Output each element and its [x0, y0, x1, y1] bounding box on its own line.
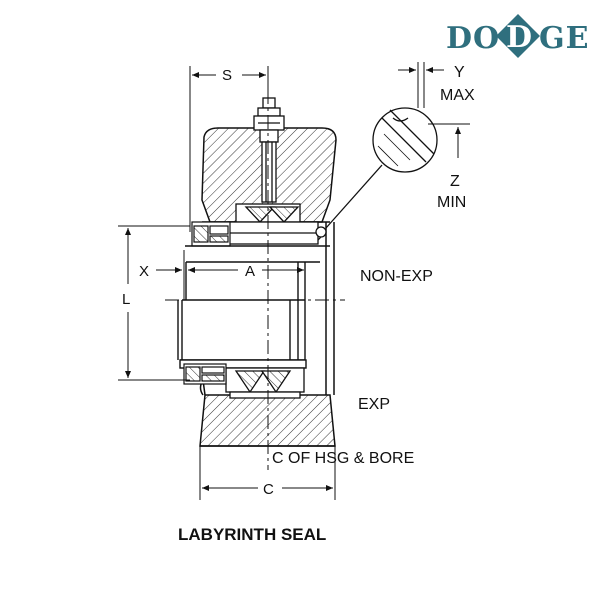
label-y-max: MAX [440, 87, 475, 104]
label-x: X [139, 263, 149, 280]
dim-y [398, 62, 444, 108]
label-non-exp: NON-EXP [360, 268, 433, 285]
label-z: Z [450, 173, 460, 190]
bearing-upper [227, 203, 327, 245]
dim-l [118, 225, 190, 381]
labyrinth-seal-lower [183, 363, 227, 385]
label-z-min: MIN [437, 194, 466, 211]
logo-text-right: GE [539, 21, 590, 56]
labyrinth-seal-upper [191, 221, 231, 247]
label-a: A [245, 263, 255, 280]
bearing-lower [225, 367, 305, 399]
grease-fitting [253, 97, 285, 203]
caption: LABYRINTH SEAL [178, 525, 326, 544]
dim-c [199, 446, 336, 500]
label-l: L [122, 291, 130, 308]
dim-x [156, 250, 185, 300]
label-exp: EXP [358, 396, 390, 413]
label-centerline: C OF HSG & BORE [272, 450, 414, 467]
label-c: C [263, 481, 274, 498]
logo-text-left: DO [446, 21, 500, 56]
detail-callout [325, 107, 438, 229]
dim-s [189, 66, 269, 232]
logo-diamond-letter: D [506, 20, 533, 55]
label-y: Y [454, 64, 465, 81]
label-s: S [222, 67, 232, 84]
dodge-logo: DO D GE [446, 14, 590, 58]
housing-outline [199, 222, 335, 396]
logo-diamond: D [496, 14, 540, 58]
dim-z [428, 123, 470, 158]
